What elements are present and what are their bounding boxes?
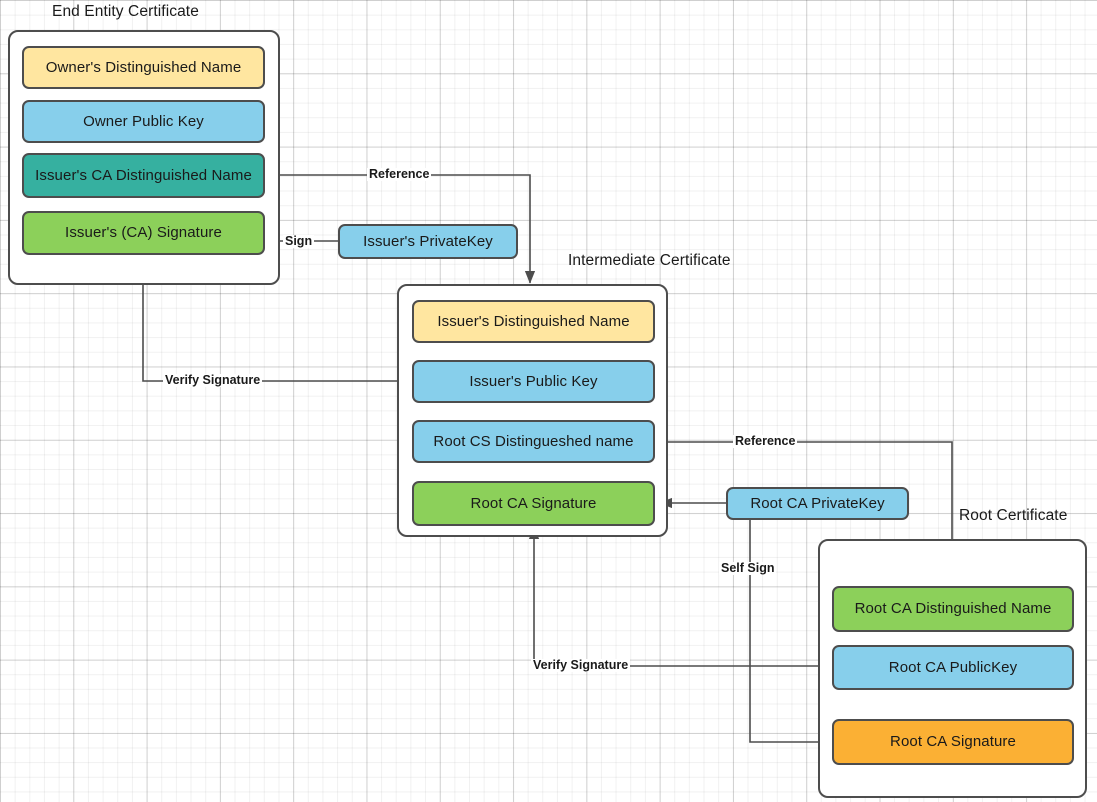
edge-label-self-sign: Self Sign [719, 561, 777, 575]
field-issuer-distinguished-name[interactable]: Issuer's Distinguished Name [412, 300, 655, 343]
field-root-ca-public-key[interactable]: Root CA PublicKey [832, 645, 1074, 690]
field-root-ca-distinguished-name[interactable]: Root CA Distinguished Name [832, 586, 1074, 632]
edge-label-verify-signature-intermediate: Verify Signature [531, 658, 631, 672]
field-issuer-public-key[interactable]: Issuer's Public Key [412, 360, 655, 403]
edge-label-reference-top: Reference [367, 167, 432, 181]
edge-label-verify-signature-end-entity: Verify Signature [163, 373, 263, 387]
group-title-intermediate: Intermediate Certificate [568, 252, 731, 269]
edge-label-sign: Sign [283, 234, 315, 248]
field-owner-public-key[interactable]: Owner Public Key [22, 100, 265, 143]
field-root-ca-signature[interactable]: Root CA Signature [832, 719, 1074, 765]
group-title-root: Root Certificate [959, 507, 1068, 524]
field-owner-distinguished-name[interactable]: Owner's Distinguished Name [22, 46, 265, 89]
edge-label-reference-bottom: Reference [733, 434, 798, 448]
field-root-cs-distinguished-name[interactable]: Root CS Distingueshed name [412, 420, 655, 463]
field-issuer-ca-signature[interactable]: Issuer's (CA) Signature [22, 211, 265, 255]
key-root-ca-private-key[interactable]: Root CA PrivateKey [726, 487, 909, 520]
field-issuer-ca-distinguished-name[interactable]: Issuer's CA Distinguished Name [22, 153, 265, 198]
key-issuer-private-key[interactable]: Issuer's PrivateKey [338, 224, 518, 259]
field-intermediate-root-ca-signature[interactable]: Root CA Signature [412, 481, 655, 526]
group-title-end-entity: End Entity Certificate [52, 3, 199, 20]
wire-verify-intermediate [528, 526, 833, 667]
